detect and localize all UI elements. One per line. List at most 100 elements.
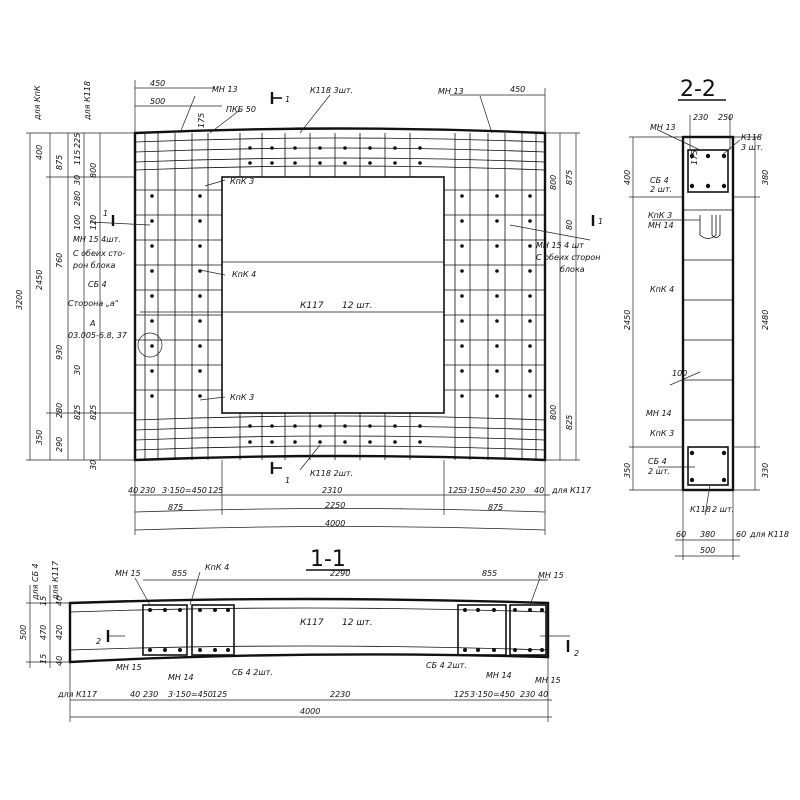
plan-top-bars <box>134 137 546 171</box>
right-dim-800-bottom: 800 <box>549 405 558 420</box>
plan-opening <box>221 176 445 414</box>
rebar-dot <box>528 294 532 298</box>
cut-marker-1-right: 1 <box>591 215 603 226</box>
sec22-mn14-top: МН 14 <box>648 221 674 230</box>
dim-280-bottom: 280 <box>55 403 64 418</box>
rebar-dot <box>492 648 496 652</box>
dim-175: 175 <box>197 113 206 128</box>
sec22-kpk3-top: КпК 3 <box>648 211 672 220</box>
rebar-dot <box>198 244 202 248</box>
rebar-dot <box>528 194 532 198</box>
section-2-2: 2-2 <box>623 77 789 560</box>
sec22-3sht: 3 шт. <box>741 143 763 152</box>
label-dlya-k117: для К117 <box>551 486 592 495</box>
sec22-dims <box>629 115 760 560</box>
rebar-dot <box>528 244 532 248</box>
label-k118-2sht: К118 2шт. <box>310 469 353 478</box>
sec22-bottom-cage <box>687 446 729 486</box>
sec22-labels: МН 13 230 250 К118 3 шт. 175 СБ 4 2 шт. … <box>623 113 789 555</box>
dim-30-bottom: 30 <box>89 460 98 470</box>
rebar-dot <box>513 648 517 652</box>
rebar-dot <box>343 161 347 165</box>
plan-side-verticals <box>144 133 537 460</box>
rebar-dot <box>318 440 322 444</box>
section-2-2-title: 2-2 <box>680 77 716 102</box>
sec11-bd-125-right: 125 <box>454 690 469 699</box>
sec11-12sht: 12 шт. <box>342 618 373 628</box>
top-dim-450-left: 450 <box>150 79 165 88</box>
rebar-dot <box>163 608 167 612</box>
rebar-dot <box>226 608 230 612</box>
rebar-dot <box>343 146 347 150</box>
section-1-1: 1-1 2 <box>19 547 579 722</box>
rebar-dot <box>528 369 532 373</box>
sec11-note-mn14-right: МН 14 <box>486 671 512 680</box>
section-1-1-title: 1-1 <box>310 547 346 572</box>
plan-outer-frame <box>133 127 547 462</box>
rebar-dot <box>495 269 499 273</box>
sec22-kpk3-bottom: КпК 3 <box>650 429 674 438</box>
bottom-dim-875-left: 875 <box>168 503 183 512</box>
label-pkb50: ПКБ 50 <box>226 105 256 114</box>
sec22-mn14-bottom: МН 14 <box>646 409 672 418</box>
rebar-dot <box>150 269 154 273</box>
rebar-dot <box>163 648 167 652</box>
dim-800: 800 <box>89 163 98 178</box>
dim-225: 225 <box>73 133 82 148</box>
rebar-dot <box>150 219 154 223</box>
label-12sht: 12 шт. <box>342 301 373 311</box>
bottom-dim-450-right: 3·150=450 <box>462 486 507 495</box>
sec11-855-left: 855 <box>172 569 187 578</box>
rebar-dot <box>198 269 202 273</box>
rebar-dot <box>150 294 154 298</box>
sec22-2sht-k118: 2 шт. <box>712 505 734 514</box>
sec22-bottom-60-right: 60 <box>736 530 746 539</box>
right-dim-80: 80 <box>565 220 574 230</box>
rebar-dot <box>318 146 322 150</box>
sec22-top-cage <box>687 149 729 193</box>
label-dlya-k118: для К118 <box>83 81 92 121</box>
sec22-175: 175 <box>690 150 699 165</box>
rebar-dot <box>198 344 202 348</box>
sec11-bd-2230: 2230 <box>330 690 350 699</box>
rebar-dot <box>248 440 252 444</box>
rebar-dot <box>148 608 152 612</box>
dim-3200: 3200 <box>15 290 24 310</box>
bottom-dim-4000: 4000 <box>325 519 345 528</box>
sec22-mn13: МН 13 <box>650 123 676 132</box>
sec11-dim-40-top: 40 <box>55 596 64 606</box>
sec11-bd-450-left: 3·150=450 <box>168 690 213 699</box>
sec11-top-bar <box>69 607 549 613</box>
rebar-dot <box>150 369 154 373</box>
label-k118-3sht: К118 3шт. <box>310 86 353 95</box>
dim-100: 100 <box>73 215 82 230</box>
rebar-dot <box>293 161 297 165</box>
sec11-dots <box>148 608 544 652</box>
rebar-dot <box>368 146 372 150</box>
sec22-outline <box>681 135 735 492</box>
rebar-dot <box>270 161 274 165</box>
sec22-dim-2450: 2450 <box>623 310 632 330</box>
sec11-2290: 2290 <box>330 569 350 578</box>
right-dim-800-top: 800 <box>549 175 558 190</box>
rebar-dot <box>495 319 499 323</box>
bottom-dim-40-right: 40 <box>534 486 544 495</box>
sec11-bd-4000: 4000 <box>300 707 320 716</box>
rebar-dot <box>705 183 711 189</box>
sec11-bd-230-left: 230 <box>143 690 158 699</box>
rebar-dot <box>476 648 480 652</box>
dim-875: 875 <box>55 155 64 170</box>
rebar-dot <box>476 608 480 612</box>
rebar-dot <box>178 608 182 612</box>
svg-text:1: 1 <box>598 217 603 226</box>
rebar-dot <box>721 450 727 456</box>
rebar-dot <box>495 294 499 298</box>
rebar-dot <box>150 319 154 323</box>
label-both-sides-right: С обеих сторон <box>536 253 601 262</box>
plan-leaders <box>89 94 591 471</box>
rebar-dot <box>198 369 202 373</box>
cut-mark-2-left: 2 <box>96 637 101 646</box>
sec11-left-cage-b <box>191 604 235 656</box>
sec11-dim-15-top: 15 <box>39 596 48 606</box>
dim-120: 120 <box>89 215 98 230</box>
